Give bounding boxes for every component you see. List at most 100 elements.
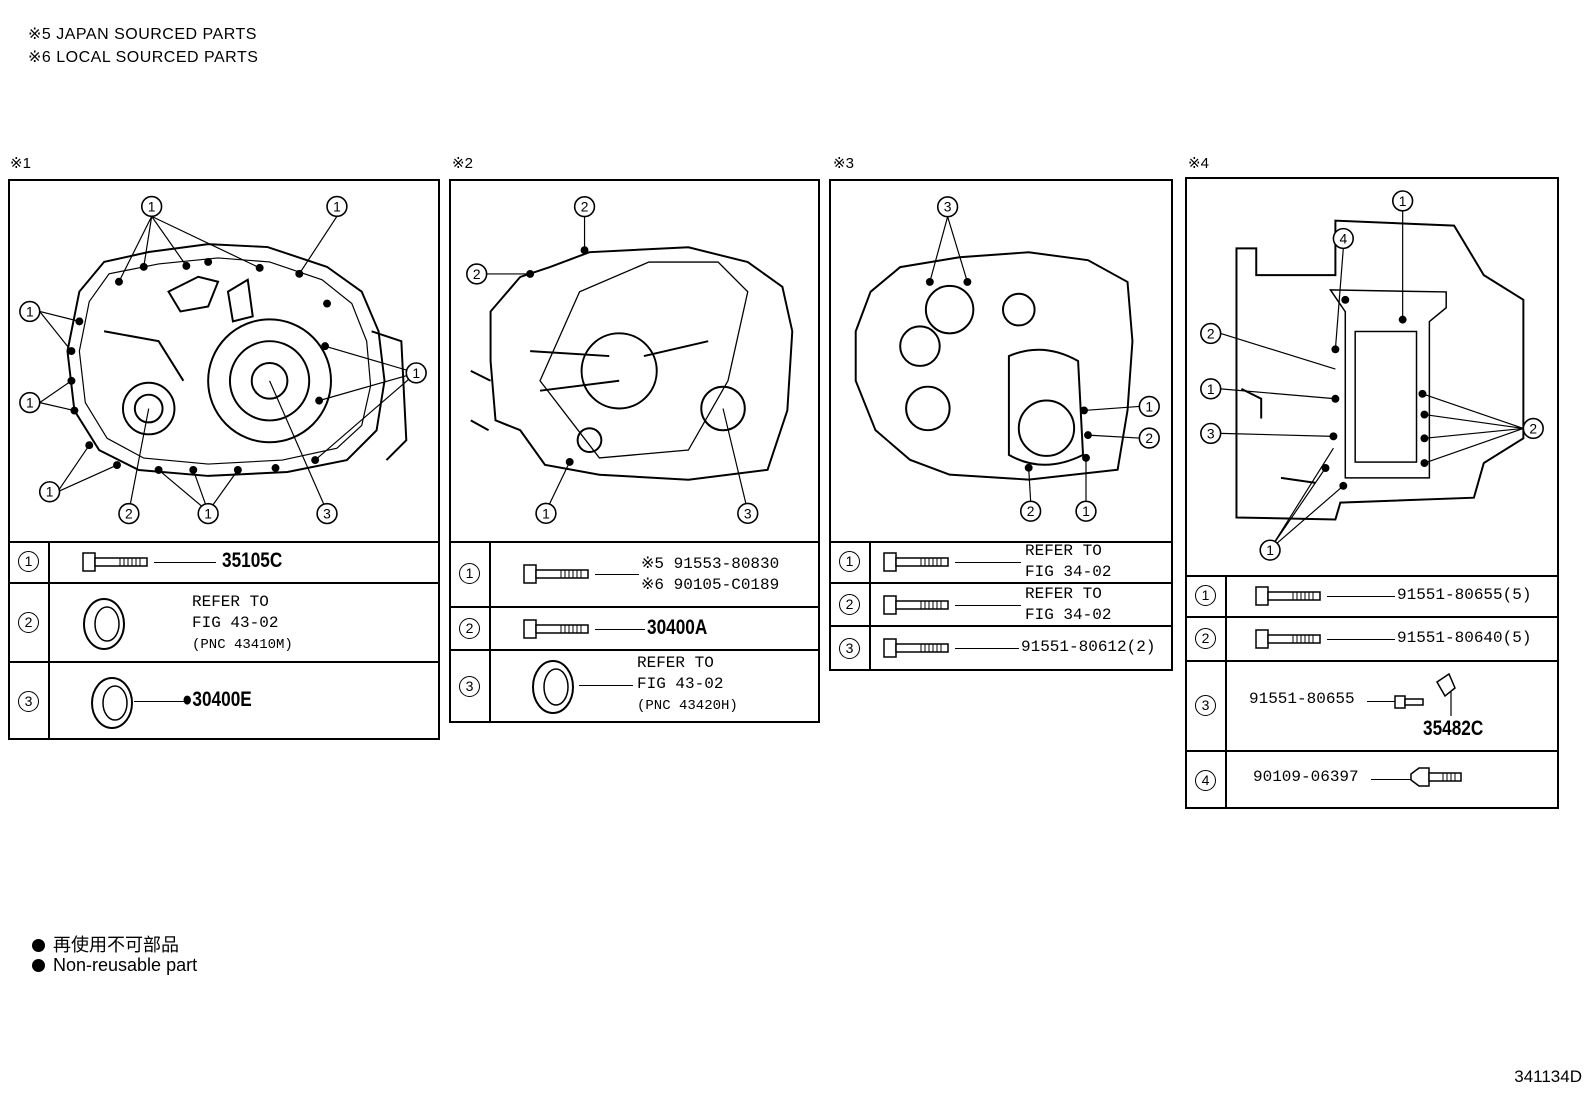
refer-line-2: FIG 43-02 (637, 675, 724, 693)
panel-4-row-4: 4 90109-06397 (1187, 752, 1557, 809)
svg-text:1: 1 (1207, 381, 1215, 397)
panel-2-callout-2: 2 (573, 195, 596, 218)
svg-text:2: 2 (125, 506, 133, 522)
panel-3-row-3: 3 91551-80612(2) (831, 627, 1171, 671)
note-japan-sourced: ※5 JAPAN SOURCED PARTS (28, 26, 257, 43)
panel-4-row-1: 1 91551-80655(5) (1187, 575, 1557, 618)
non-reusable-dot-icon (32, 959, 45, 972)
part-number: 90109-06397 (1253, 768, 1359, 786)
non-reusable-dot-icon (32, 939, 45, 952)
svg-text:1: 1 (1082, 503, 1090, 519)
svg-text:1: 1 (26, 395, 34, 411)
svg-text:1: 1 (1145, 398, 1153, 414)
row-index: 1 (18, 550, 39, 572)
refer-line-1: REFER TO (637, 654, 714, 672)
refer-line-3: (PNC 43420H) (637, 698, 738, 714)
part-number: 91551-80612(2) (1021, 638, 1156, 656)
oil-seal-icon (83, 598, 125, 650)
refer-line-3: (PNC 43410M) (192, 637, 293, 653)
panel-4-callout-2b: 2 (1522, 417, 1544, 440)
panel-4-row-2: 2 91551-80640(5) (1187, 618, 1557, 662)
row-index: 2 (459, 617, 480, 639)
bolt-icon (523, 619, 589, 639)
refer-line-2: FIG 34-02 (1025, 606, 1112, 624)
svg-text:1: 1 (26, 303, 34, 319)
bolt-icon (883, 638, 949, 658)
figure-number: 341134D (1514, 1067, 1582, 1086)
panel-4: 1 4 2 1 3 2 1 1 91551-80655(5) 2 91551-8… (1185, 177, 1559, 809)
panel-2-callout-1: 1 (535, 502, 557, 525)
panel-4-callout-2: 2 (1200, 322, 1222, 345)
panel-1-callout-2: 2 (118, 502, 140, 525)
svg-text:3: 3 (1207, 425, 1215, 441)
panel-4-tag: ※4 (1188, 155, 1209, 172)
svg-text:2: 2 (1529, 420, 1537, 436)
svg-text:1: 1 (46, 484, 54, 500)
panel-3-callout-2: 2 (1138, 427, 1160, 449)
panel-2-row-2: 2 30400A (451, 608, 818, 651)
svg-text:1: 1 (333, 198, 341, 214)
row-index: 2 (1195, 628, 1216, 649)
panel-3-callout-2b: 2 (1019, 500, 1042, 522)
row-index: 1 (839, 550, 860, 572)
panel-1-callout-1c: 1 (19, 300, 41, 323)
panel-4-callout-1: 1 (1391, 190, 1414, 212)
svg-text:1: 1 (542, 505, 550, 521)
transaxle-case-cover-drawing: 3 1 2 2 1 (854, 196, 1160, 522)
part-number-local: ※6 90105-C0189 (641, 576, 780, 594)
panel-4-callout-3: 3 (1200, 422, 1222, 445)
part-number: 91551-80640(5) (1397, 629, 1532, 647)
panel-1-row-3: 3 ●30400E (10, 663, 438, 740)
oil-seal-icon (532, 660, 574, 714)
panel-1-callout-1f: 1 (405, 362, 427, 384)
panel-4-callout-1c: 1 (1259, 539, 1281, 561)
panel-1-callout-1g: 1 (197, 502, 219, 525)
panel-1-callout-1: 1 (140, 195, 163, 218)
stud-bolt-icon (1410, 767, 1462, 787)
panel-3-callout-1: 1 (1138, 395, 1160, 418)
panel-3: 3 1 2 2 1 1 REFER TO FIG 34-02 2 REFER T… (829, 179, 1173, 671)
panel-1-tag: ※1 (10, 155, 31, 172)
panel-4-drawing: 1 4 2 1 3 2 1 (1187, 179, 1557, 577)
panel-4-callout-4: 4 (1332, 227, 1354, 250)
panel-1-row-2: 2 REFER TO FIG 43-02 (PNC 43410M) (10, 584, 438, 663)
note-local-sourced: ※6 LOCAL SOURCED PARTS (28, 49, 259, 66)
refer-line-2: FIG 34-02 (1025, 563, 1112, 581)
panel-3-row-1: 1 REFER TO FIG 34-02 (831, 541, 1171, 584)
row-index: 3 (18, 690, 39, 712)
panel-2-drawing: 2 2 1 3 (451, 181, 818, 543)
bolt-icon (883, 595, 949, 615)
panel-1-row-1: 1 35105C (10, 541, 438, 584)
panel-2-row-3: 3 REFER TO FIG 43-02 (PNC 43420H) (451, 651, 818, 723)
svg-text:2: 2 (1027, 503, 1035, 519)
bracket-icon (1394, 672, 1456, 716)
panel-1-callout-1b: 1 (326, 195, 348, 218)
row-index: 3 (459, 676, 480, 697)
panel-3-callout-1b: 1 (1075, 500, 1097, 522)
part-number: 91551-80655(5) (1397, 586, 1532, 604)
svg-text:1: 1 (148, 198, 156, 214)
transaxle-housing-front-drawing: 1 1 1 1 1 1 1 2 3 (19, 195, 427, 525)
svg-text:1: 1 (204, 506, 212, 522)
panel-1-drawing: 1 1 1 1 1 1 1 2 3 (10, 181, 438, 543)
svg-text:3: 3 (744, 505, 752, 521)
bolt-icon (1255, 586, 1321, 606)
svg-text:2: 2 (473, 266, 481, 282)
panel-1: 1 1 1 1 1 1 1 2 3 (8, 179, 440, 740)
panel-4-row-3: 3 91551-80655 35482C (1187, 662, 1557, 752)
panel-2-callout-3: 3 (737, 502, 759, 525)
row-index: 3 (1195, 695, 1216, 716)
refer-line-1: REFER TO (1025, 585, 1102, 603)
svg-text:2: 2 (1145, 430, 1153, 446)
bolt-icon (82, 552, 148, 572)
panel-3-tag: ※3 (833, 155, 854, 172)
bracket-part-number: 35482C (1423, 717, 1484, 740)
row-index: 1 (1195, 584, 1216, 606)
row-index: 3 (839, 638, 860, 659)
svg-text:1: 1 (1266, 542, 1274, 558)
svg-text:3: 3 (944, 199, 952, 215)
svg-text:2: 2 (1207, 325, 1215, 341)
bolt-icon (523, 564, 589, 584)
panel-2-tag: ※2 (452, 155, 473, 172)
svg-text:4: 4 (1339, 230, 1347, 246)
